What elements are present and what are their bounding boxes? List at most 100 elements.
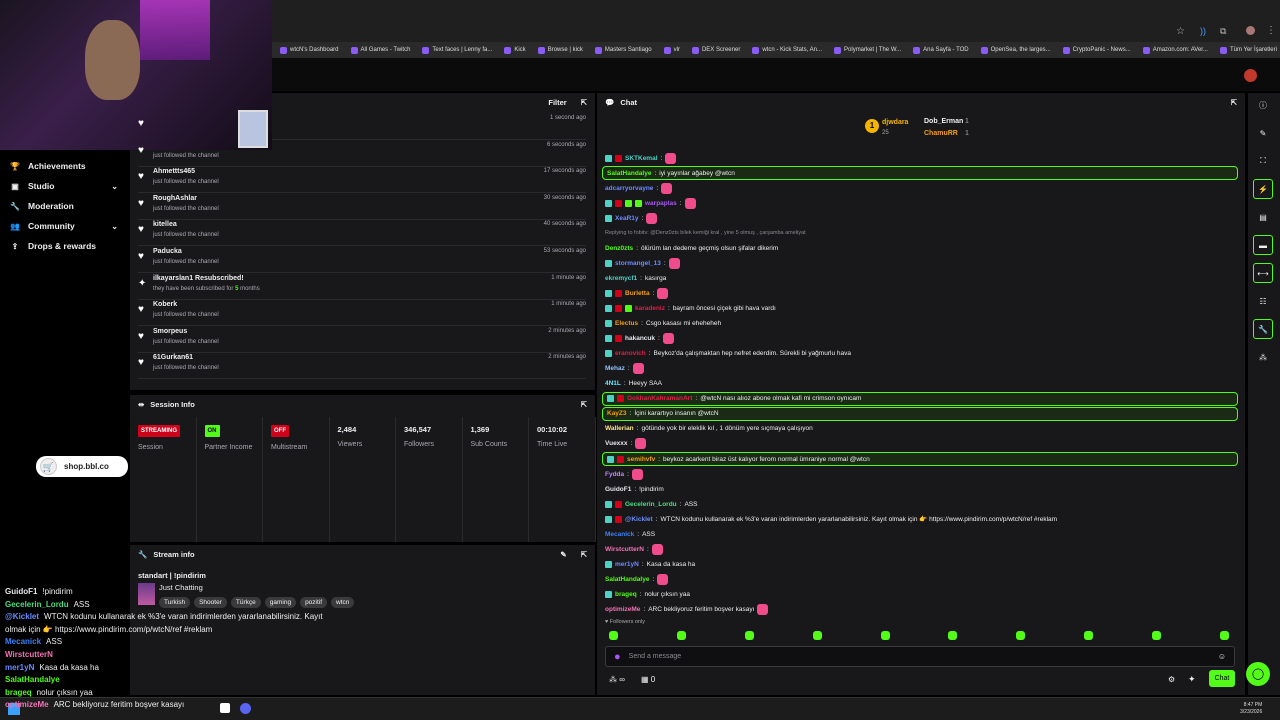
chat-username[interactable]: Fydda <box>605 470 625 478</box>
chat-username[interactable]: Mehaz <box>605 365 625 373</box>
stream-tag[interactable]: Shooter <box>194 597 227 608</box>
edit-icon[interactable]: ✎ <box>560 549 567 559</box>
chat-username[interactable]: eranovich <box>615 350 646 358</box>
stream-tag[interactable]: gaming <box>264 597 297 608</box>
chat-username[interactable]: mer1yN <box>615 560 639 568</box>
quick-emote-icon[interactable] <box>609 631 618 640</box>
bookmark[interactable]: vlr <box>663 46 680 54</box>
leaderboard-name[interactable]: djwdara <box>882 119 909 126</box>
layout-icon[interactable]: ☷ <box>1259 296 1267 306</box>
support-button[interactable]: ◯ <box>1246 662 1270 686</box>
chat-username[interactable]: hakancuk <box>625 335 655 343</box>
chat-username[interactable]: @Kicklet <box>625 515 653 523</box>
stream-tag[interactable]: Türkçe <box>230 597 261 608</box>
bookmark[interactable]: OpenSea, the larges... <box>980 46 1051 54</box>
discord-icon[interactable] <box>240 703 251 714</box>
menu-icon[interactable]: ⋮ <box>1266 25 1276 36</box>
lightning-icon[interactable]: ⚡ <box>1253 179 1273 199</box>
event-username[interactable]: 61Gurkan61 <box>153 354 194 362</box>
quick-emote-icon[interactable] <box>948 631 958 640</box>
chat-username[interactable]: adcarryorvayne <box>605 184 654 192</box>
start-icon[interactable] <box>8 703 20 715</box>
chat-username[interactable]: warpaplas <box>645 199 677 207</box>
quick-emote-icon[interactable] <box>880 631 890 640</box>
bookmark[interactable]: Amazon.com: AVer... <box>1142 46 1208 54</box>
bookmark[interactable]: Ana Sayfa - TOD <box>913 46 969 54</box>
quick-emote-icon[interactable] <box>812 631 822 640</box>
bookmark[interactable]: wtcN's Dashboard <box>280 46 339 54</box>
points-display[interactable]: ⁂ ∞ <box>609 675 625 684</box>
chat-username[interactable]: Burletta <box>625 289 650 297</box>
bookmark[interactable]: wtcn - Kick Stats, An... <box>752 46 822 54</box>
bookmark[interactable]: Browse | kick <box>537 46 583 54</box>
event-username[interactable]: Paducka <box>153 248 182 255</box>
bookmark[interactable]: Kick <box>504 46 526 54</box>
chat-username[interactable]: Mecanick <box>605 530 635 538</box>
stream-tag[interactable]: Turkish <box>159 597 191 608</box>
settings-icon[interactable]: ⚙ <box>1168 675 1176 684</box>
puzzle-icon[interactable]: ✦ <box>1188 674 1196 684</box>
chat-username[interactable]: Gecelerin_Lordu <box>625 500 677 508</box>
chevron-down-icon[interactable]: ⌄ <box>111 221 118 231</box>
chat-username[interactable]: semihvfv <box>627 455 656 463</box>
chat-icon[interactable]: ▬ <box>1253 235 1273 255</box>
quick-emote-icon[interactable] <box>744 631 754 640</box>
chat-username[interactable]: GuidoF1 <box>605 485 632 493</box>
info-icon[interactable]: ⓘ <box>1259 100 1267 110</box>
bookmark[interactable]: CryptoPanic - News... <box>1062 46 1131 54</box>
send-chat-button[interactable]: Chat <box>1209 670 1235 687</box>
chat-username[interactable]: Vuexxx <box>605 440 628 448</box>
sidebar-item-achievements[interactable]: 🏆Achievements <box>0 156 130 176</box>
stream-tag[interactable]: wtcn <box>331 597 355 608</box>
chat-username[interactable]: stormangel_13 <box>615 259 661 267</box>
bookmark[interactable]: Text faces | Lenny fa... <box>422 46 492 54</box>
sidebar-item-drops[interactable]: ⇪Drops & rewards <box>0 236 130 256</box>
event-username[interactable]: ilkayarslan1 Resubscribed! <box>153 274 244 282</box>
mic-icon[interactable]: ● <box>614 650 621 663</box>
chat-username[interactable]: karadeniz <box>635 305 665 312</box>
notes-icon[interactable]: ▤ <box>1259 212 1267 222</box>
bookmark[interactable]: Tüm Yer İşaretleri <box>1219 46 1277 54</box>
event-username[interactable]: Smorpeus <box>153 327 188 335</box>
fullscreen-icon[interactable]: ⛶ <box>1260 156 1266 165</box>
extensions-icon[interactable]: ⧉ <box>1220 26 1227 36</box>
chevron-down-icon[interactable]: ⌄ <box>111 181 118 191</box>
popout-icon[interactable]: ⇱ <box>580 549 587 559</box>
chat-username[interactable]: Denz0zts <box>605 244 634 252</box>
leaderboard-name[interactable]: Dob_Erman <box>924 118 964 125</box>
quick-emote-icon[interactable] <box>1084 631 1094 640</box>
chat-username[interactable]: 4N1L <box>605 380 621 388</box>
emoji-icon[interactable]: ☺ <box>1217 652 1226 661</box>
stream-tag[interactable]: pozitif <box>300 597 328 608</box>
sidebar-item-community[interactable]: 👥Community⌄ <box>0 216 130 236</box>
event-username[interactable]: kitellea <box>153 221 177 229</box>
chat-username[interactable]: SalatHandalye <box>605 575 650 583</box>
category-name[interactable]: Just Chatting <box>159 583 203 592</box>
chat-username[interactable]: Wallerian <box>605 425 634 433</box>
user-avatar[interactable] <box>1244 69 1257 82</box>
quick-emote-icon[interactable] <box>676 631 686 640</box>
app-icon[interactable] <box>220 703 230 713</box>
event-username[interactable]: Ahmettts465 <box>153 168 196 176</box>
cast-icon[interactable]: )) <box>1200 26 1206 36</box>
chat-username[interactable]: WirstcutterN <box>605 545 644 553</box>
popout-icon[interactable]: ⇱ <box>580 97 587 107</box>
filter-button[interactable]: Filter <box>548 97 567 107</box>
event-username[interactable]: Koberk <box>153 301 178 309</box>
bookmark[interactable]: Polymarket | The W... <box>834 46 901 54</box>
chat-username[interactable]: brageq <box>615 590 637 598</box>
message-input[interactable]: ● Send a message ☺ <box>605 646 1235 667</box>
chat-username[interactable]: optimizeMe <box>605 606 641 613</box>
share-icon[interactable]: ⁂ <box>1259 352 1267 362</box>
leaderboard-name[interactable]: ChamuRR <box>924 130 958 137</box>
wrench-icon[interactable]: 🔧 <box>1253 319 1273 339</box>
sidebar-item-moderation[interactable]: 🔧Moderation <box>0 196 130 216</box>
quick-emote-icon[interactable] <box>1219 631 1229 640</box>
link-icon[interactable]: ⟷ <box>1253 263 1273 283</box>
chat-username[interactable]: ekremycf1 <box>605 274 638 282</box>
popout-icon[interactable]: ⇱ <box>580 399 587 409</box>
quick-emote-icon[interactable] <box>1016 631 1026 640</box>
chat-username[interactable]: GokhanKahramanArt <box>627 395 693 403</box>
bookmark[interactable]: Masters Santiago <box>594 46 652 54</box>
